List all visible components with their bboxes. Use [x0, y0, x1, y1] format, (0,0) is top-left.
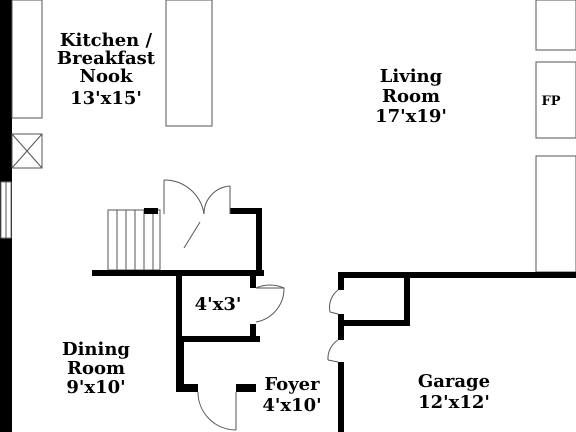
living-name-line-2: Room: [382, 86, 440, 107]
foyer-size: 4'x10': [262, 395, 321, 416]
wall-foyer-stub-right: [236, 384, 256, 392]
foyer-name: Foyer: [264, 374, 320, 395]
garage-closet-door-swing: [329, 289, 339, 313]
dining-name-line-1: Dining: [62, 339, 130, 360]
wall-garage-top: [338, 272, 576, 278]
wall-closet-right: [250, 274, 256, 288]
wall-stair-right: [256, 208, 262, 276]
wall-foyer-stub-left: [176, 384, 198, 392]
kitchen-name-line-1: Kitchen /: [60, 30, 153, 51]
stair-door-swing-right: [203, 185, 231, 215]
kitchen-size: 13'x15': [70, 88, 142, 109]
wall-closet-bottom: [176, 336, 260, 342]
closet-size: 4'x3': [195, 294, 242, 315]
garage-size: 12'x12': [418, 392, 490, 413]
dining-name-line-2: Room: [67, 358, 125, 379]
wall-kitchen-dining: [92, 270, 264, 276]
fireplace-label: FP: [541, 94, 560, 109]
living-name-line-1: Living: [380, 66, 443, 87]
wall-foyer-left: [176, 340, 184, 392]
wall-closet-right-lower: [250, 324, 256, 338]
closet-door-swing: [255, 284, 285, 323]
stair-door-swing-left: [163, 179, 205, 215]
kitchen-island: [165, 0, 213, 127]
living-size: 17'x19': [375, 106, 447, 127]
staircase: [107, 209, 161, 271]
front-door-swing: [197, 391, 237, 431]
wall-garage-left-upper: [338, 272, 344, 290]
wall-garage-closet-right: [404, 272, 410, 326]
living-cabinet-bottom: [535, 155, 576, 273]
living-cabinet-top: [535, 0, 576, 51]
fireplace: [535, 61, 576, 139]
wall-garage-left-lower: [338, 362, 344, 432]
kitchen-name-line-3: Nook: [80, 66, 133, 87]
kitchen-name-line-2: Breakfast: [57, 48, 156, 69]
wall-garage-closet-bottom: [338, 320, 410, 326]
garage-name: Garage: [418, 371, 490, 392]
wall-closet-left: [176, 274, 182, 340]
dining-size: 9'x10': [66, 377, 125, 398]
kitchen-counter-left: [11, 0, 43, 119]
garage-door-swing: [327, 339, 339, 361]
wall-garage-left-mid: [338, 314, 344, 340]
